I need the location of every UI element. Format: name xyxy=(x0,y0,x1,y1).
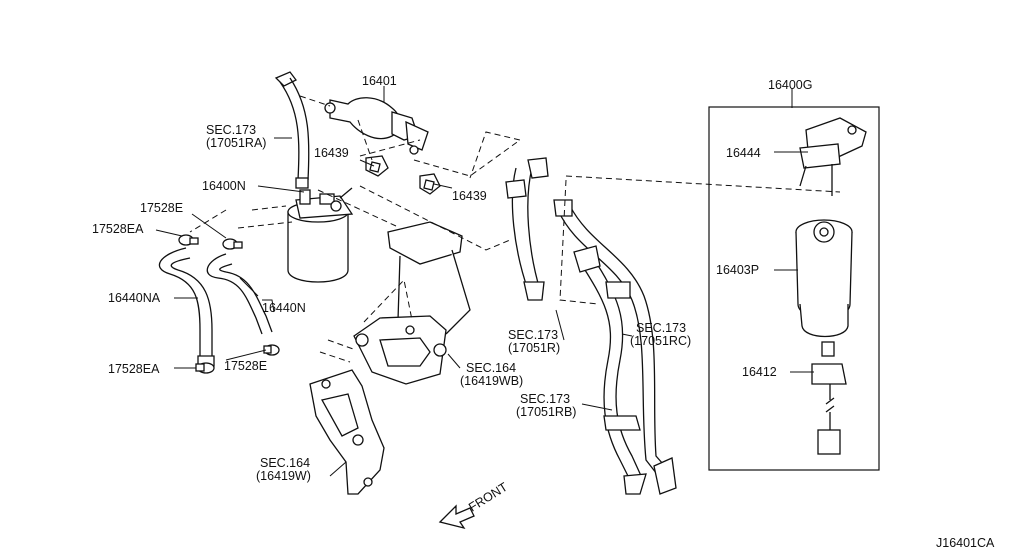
clip-16439-left xyxy=(365,155,389,177)
label-17528E-bottom: 17528E xyxy=(224,359,267,373)
priming-pump-16401 xyxy=(274,71,429,189)
label-sec173-17051RB-line2: (17051RB) xyxy=(516,405,576,419)
water-sensor-16412 xyxy=(811,341,847,455)
label-sec173-17051R-line2: (17051R) xyxy=(508,341,560,355)
hose-16440N xyxy=(206,253,273,335)
label-16412: 16412 xyxy=(742,365,777,379)
label-16439-left: 16439 xyxy=(314,146,349,160)
front-label: FRONT xyxy=(466,480,510,515)
label-16401: 16401 xyxy=(362,74,397,88)
reference-lines xyxy=(189,95,841,363)
fuel-filter-16400N xyxy=(287,187,354,283)
fuel-tube-17051RC xyxy=(553,199,677,495)
bracket-16419WB xyxy=(353,221,471,385)
hose-16440NA xyxy=(158,247,215,367)
label-16400N: 16400N xyxy=(202,179,246,193)
label-sec173-17051R-line1: SEC.173 xyxy=(508,328,558,342)
label-16440N: 16440N xyxy=(262,301,306,315)
front-arrow-icon xyxy=(438,504,475,530)
clamp-17528EA-bottom xyxy=(195,362,215,374)
label-17528EA-top: 17528EA xyxy=(92,222,144,236)
label-sec164-16419W-line1: SEC.164 xyxy=(260,456,310,470)
label-sec173-17051RA-line2: (17051RA) xyxy=(206,136,266,150)
label-16444: 16444 xyxy=(726,146,761,160)
bracket-16419W xyxy=(309,369,385,495)
clamp-17528E-top xyxy=(222,238,243,250)
label-16400G: 16400G xyxy=(768,78,812,92)
clamp-17528EA-top xyxy=(178,234,199,246)
clamp-17528E-bottom xyxy=(263,344,280,356)
filter-cartridge-16403P xyxy=(795,219,853,338)
label-sec173-17051RB-line1: SEC.173 xyxy=(520,392,570,406)
label-17528E-top: 17528E xyxy=(140,201,183,215)
label-17528EA-bottom: 17528EA xyxy=(108,362,160,376)
fuel-tube-17051R xyxy=(505,157,549,301)
label-sec173-17051RC-line2: (17051RC) xyxy=(630,334,691,348)
label-sec173-17051RA-line1: SEC.173 xyxy=(206,123,256,137)
assembly-box-16400G xyxy=(708,106,880,471)
fuel-tube-17051RB xyxy=(573,245,647,495)
label-sec173-17051RC-line1: SEC.173 xyxy=(636,321,686,335)
clip-16439-right xyxy=(419,173,441,195)
label-sec164-16419W-line2: (16419W) xyxy=(256,469,311,483)
label-16440NA: 16440NA xyxy=(108,291,161,305)
label-16403P: 16403P xyxy=(716,263,759,277)
label-16439-right: 16439 xyxy=(452,189,487,203)
label-sec164-16419WB-line2: (16419WB) xyxy=(460,374,523,388)
label-sec164-16419WB-line1: SEC.164 xyxy=(466,361,516,375)
figure-id: J16401CA xyxy=(936,536,995,550)
leader-lines xyxy=(155,86,814,477)
filter-head-16444 xyxy=(799,117,867,196)
